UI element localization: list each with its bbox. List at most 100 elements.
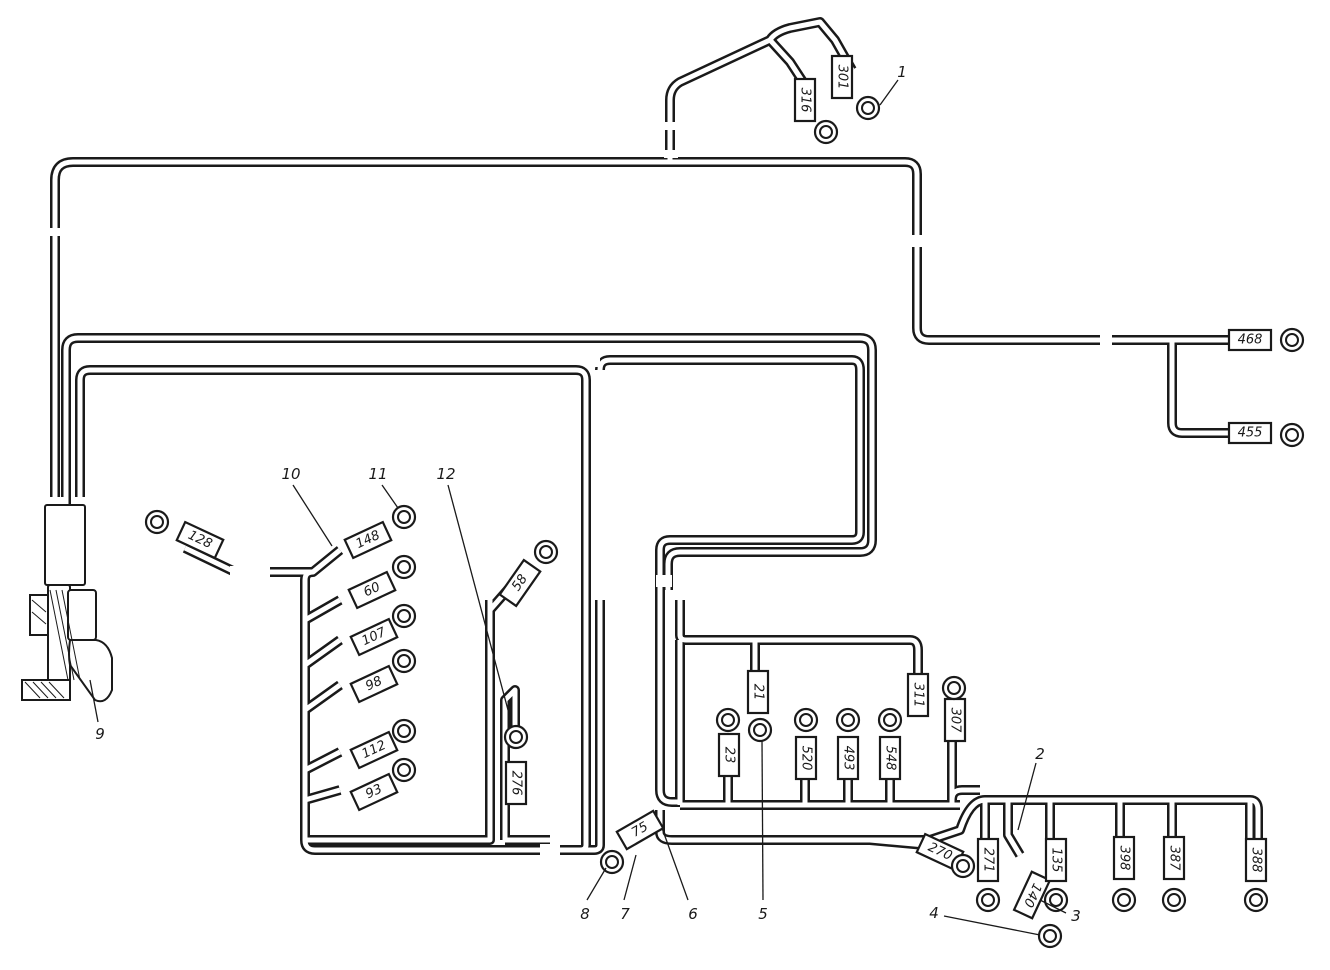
callout-11: 11 [368,465,387,483]
trunk-outer-core [52,19,855,505]
ring-hole [1117,893,1131,907]
branch-316-core [768,38,808,87]
callout-2: 2 [1035,745,1045,763]
ring-hole [397,654,411,668]
tag-body [746,669,770,715]
wire-tag-58: 58 [498,558,542,608]
wire-tag-493: 493 [836,735,860,781]
wire-tag-148: 148 [343,520,393,560]
callout-5: 5 [758,905,768,923]
ring-terminal [975,887,1001,913]
branch-right-drops-core [982,800,1253,857]
tag-body [830,54,854,100]
ring-hole [397,510,411,524]
tag-body [1012,870,1052,920]
tag-body [1227,421,1273,445]
wire-break [656,575,672,587]
ring-hole [861,101,875,115]
ring-hole [1285,333,1299,347]
tag-label: 60 [361,580,382,601]
tag-body [504,760,528,806]
tag-body [615,809,665,851]
tag-body [1227,328,1273,352]
ring-hole [841,713,855,727]
ring-hole [1043,929,1057,943]
tag-body [793,77,817,123]
wire-break [592,590,608,600]
ring-terminal [941,675,967,701]
ring-hole [509,730,523,744]
ring-hole [981,893,995,907]
ring-hole [150,515,164,529]
trunk-bottom-right-core [560,600,1261,853]
ring-terminal [144,509,170,535]
tag-body [794,735,818,781]
ring-terminal [1279,422,1305,448]
ring-terminal [835,707,861,733]
tag-body [498,558,542,608]
tag-body [349,772,399,812]
ring-terminal [715,707,741,733]
tag-label: 468 [1238,333,1263,348]
wire-tag-301: 301 [830,54,854,100]
wire-tag-455: 455 [1227,421,1273,445]
wire-tag-98: 98 [349,664,399,704]
ring-hole [721,713,735,727]
ring-terminal [599,849,625,875]
wire-tag-276: 276 [504,760,528,806]
ring-terminal [391,757,417,783]
tag-body [349,617,399,657]
tag-body [349,730,399,770]
wire-break [48,497,64,505]
wire-tag-60: 60 [347,570,397,610]
tag-body [1162,835,1186,881]
tag-body [1044,837,1068,883]
wire-tag-316: 316 [793,77,817,123]
ring-terminal [391,648,417,674]
tag-body [717,732,741,778]
ring-hole [883,713,897,727]
wire-tag-398: 398 [1112,835,1136,881]
wire-tag-548: 548 [878,735,902,781]
harness-wires [48,17,1263,858]
wire-tag-388: 388 [1244,837,1268,883]
ring-terminal [793,707,819,733]
tag-label: 311 [911,683,926,708]
wire-tag-387: 387 [1162,835,1186,881]
branch-left-bundle-core [183,545,527,843]
ring-terminal [877,707,903,733]
tag-label: 548 [883,746,898,771]
tag-body [1112,835,1136,881]
ring-hole [397,609,411,623]
tag-body [878,735,902,781]
tag-label: 21 [751,684,766,701]
callout-labels: 1 2 3 4 5 6 7 8 9 10 11 12 [89,63,1081,936]
tag-label: 23 [722,747,737,764]
wire-tag-307: 307 [943,697,967,743]
tag-body [1244,837,1268,883]
ring-hole [539,545,553,559]
tag-body [347,570,397,610]
wire-tag-107: 107 [349,617,399,657]
ring-terminal [1037,923,1063,949]
trunk-top-right [670,157,1230,345]
ring-hole [1167,893,1181,907]
ring-terminal [1279,327,1305,353]
ring-terminal [1243,887,1269,913]
wire-tag-112: 112 [349,730,399,770]
tag-label: 271 [981,848,996,873]
wire-tag-311: 311 [906,672,930,718]
ring-terminal [391,554,417,580]
wire-break [664,150,678,158]
trunk-top-right-core [670,159,1230,343]
callout-7: 7 [620,905,630,923]
wire-tag-468: 468 [1227,328,1273,352]
wire-tag-21: 21 [746,669,770,715]
callout-4: 4 [929,904,939,922]
tag-label: 75 [629,819,651,840]
tag-body [976,837,1000,883]
wire-tag-140: 140 [1012,870,1052,920]
tag-label: 135 [1049,848,1064,873]
wire-break [540,844,560,858]
